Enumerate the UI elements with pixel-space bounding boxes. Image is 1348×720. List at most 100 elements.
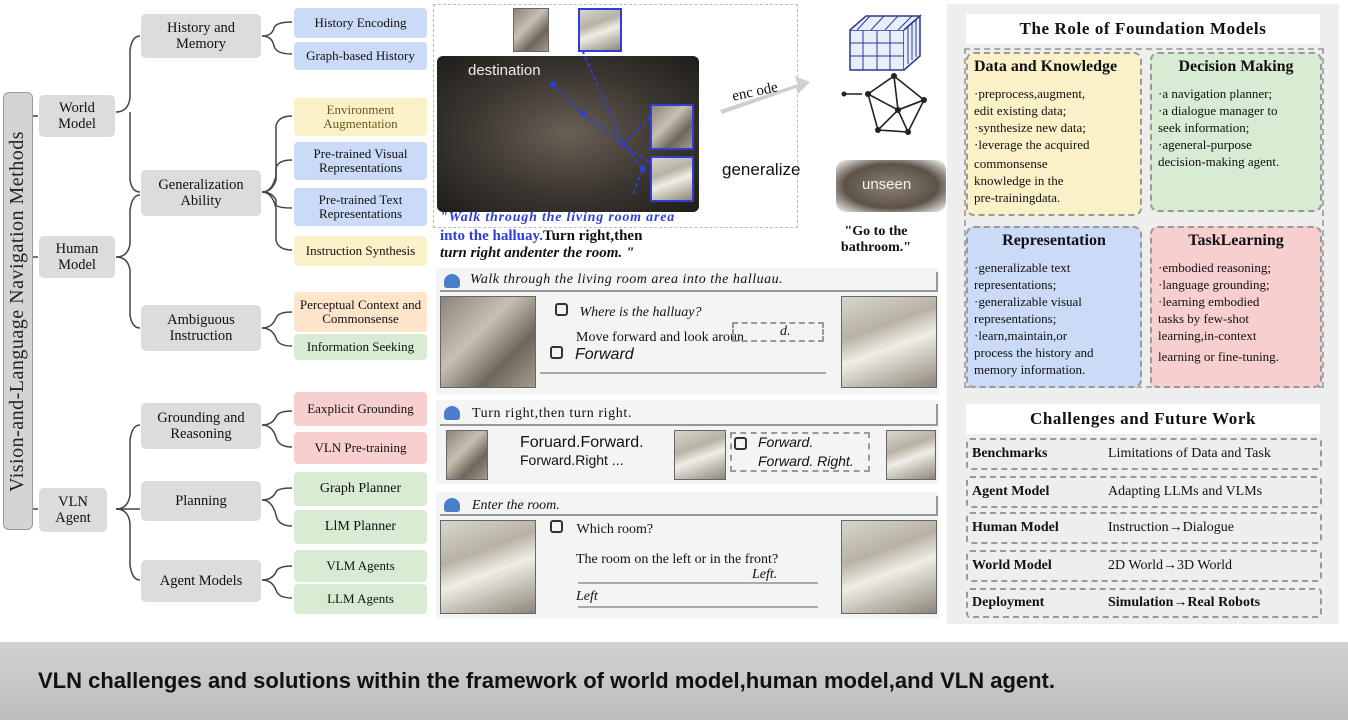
challenge-key: Human Model: [972, 520, 1059, 535]
figure-caption: VLN challenges and solutions within the …: [0, 642, 1348, 720]
fm-line: ·generalizable text: [974, 260, 1071, 275]
user-icon: [444, 406, 460, 420]
leaf-vlm-agents: VLM Agents: [294, 550, 427, 582]
fm-line: seek information;: [1158, 120, 1250, 135]
dialog-3-action: Left: [576, 589, 598, 604]
node-grounding-reasoning: Grounding and Reasoning: [141, 403, 261, 449]
node-human-model: Human Model: [39, 236, 115, 278]
instruction-line-2: into the halluay.Turn right,then: [440, 228, 642, 245]
grid-cube-icon: [849, 14, 922, 71]
fm-line: ·ageneral-purpose: [1158, 137, 1252, 152]
fm-decision-making: Decision Making ·a navigation planner; ·…: [1150, 52, 1322, 212]
challenges-title: Challenges and Future Work: [966, 404, 1320, 434]
view-thumbnail-3: [650, 104, 694, 150]
dialog-3-agent-reply: Left.: [752, 567, 778, 582]
challenge-row-agent-model: Agent Model Adapting LLMs and VLMs: [966, 476, 1322, 508]
challenge-value: Simulation→Real Robots: [1108, 595, 1261, 610]
graph-network-icon: [841, 73, 927, 135]
leaf-information-seeking: Information Seeking: [294, 334, 427, 360]
dialog-3-user-bar: Enter the room.: [440, 496, 938, 516]
robot-icon: [555, 303, 568, 316]
fm-data-knowledge-title: Data and Knowledge: [974, 58, 1118, 75]
dialog-2-actions-2: Forward.Right ...: [520, 452, 624, 468]
dialog-1-user-text: Walk through the living room area into t…: [470, 272, 784, 287]
dialog-1-answer-tail: d.: [732, 322, 824, 342]
instruction-part-3: Turn right,then: [542, 228, 643, 244]
leaf-llm-agents: LLM Agents: [294, 584, 427, 614]
top-scene-panel: [433, 4, 798, 228]
foundation-container: [964, 48, 1324, 388]
leaf-pretrained-text: Pre-trained Text Representations: [294, 188, 427, 226]
caption-text: VLN challenges and solutions within the …: [38, 668, 1055, 693]
dialog-2-view-1: [446, 430, 488, 480]
fm-line: tasks by few-shot: [1158, 311, 1249, 326]
fm-line: ·learning embodied: [1158, 294, 1260, 309]
fm-line: ·synthesize new data;: [974, 120, 1086, 135]
challenge-key: Deployment: [972, 595, 1045, 610]
instruction-part-1: "Walk through the living room area: [440, 210, 676, 225]
tree-title-text: Vision-and-Language Navigation Methods: [6, 130, 29, 492]
fm-line: ·generalizable visual: [974, 294, 1082, 309]
fm-representation: Representation ·generalizable text repre…: [966, 226, 1142, 388]
dialog-3-view-right: [841, 520, 937, 614]
leaf-llm-planner: LlM Planner: [294, 510, 427, 544]
path-trajectory: [550, 51, 652, 195]
fm-line: process the history and: [974, 345, 1094, 360]
fm-line: pre-trainingdata.: [974, 190, 1061, 205]
leaf-graph-planner: Graph Planner: [294, 472, 427, 506]
dialog-1-view-right: [841, 296, 937, 388]
node-ambiguous-instruction: Ambiguous Instruction: [141, 305, 261, 351]
leaf-pretrained-visual: Pre-trained Visual Representations: [294, 142, 427, 180]
fm-line: memory information.: [974, 362, 1086, 377]
node-vln-agent: VLN Agent: [39, 488, 107, 532]
dialog-3-agent-q-row: Which room?: [550, 520, 653, 538]
tree-title-vertical: Vision-and-Language Navigation Methods: [3, 92, 33, 530]
dialog-2-view-3: [886, 430, 936, 480]
fm-line: ·leverage the acquired: [974, 137, 1090, 152]
fm-line: representations;: [974, 277, 1057, 292]
fm-line: learning or fine-tuning.: [1158, 349, 1279, 364]
fm-line: decision-making agent.: [1158, 154, 1280, 169]
encode-arrow: [720, 76, 810, 114]
instruction-part-2: into the halluay.: [440, 228, 543, 244]
dialog-1-user-bar: Walk through the living room area into t…: [440, 272, 938, 292]
challenge-row-world-model: World Model 2D World→3D World: [966, 550, 1322, 582]
fm-line: commonsense: [974, 156, 1048, 171]
dialog-2-agent-box: Forward. Forward. Right.: [730, 432, 870, 472]
leaf-instruction-synthesis: Instruction Synthesis: [294, 236, 427, 266]
go-bathroom-instruction: "Go to the bathroom.": [840, 224, 912, 255]
dialog-1-agent-q: Where is the halluay?: [579, 305, 702, 320]
fm-representation-title: Representation: [1002, 232, 1106, 249]
node-history-memory: History and Memory: [141, 14, 261, 58]
robot-icon: [550, 520, 563, 533]
dialog-2-view-2: [674, 430, 726, 480]
view-thumbnail-2: [578, 8, 622, 52]
dialog-1-action-row: Forward: [550, 346, 634, 364]
node-planning: Planning: [141, 481, 261, 521]
challenge-row-deployment: Deployment Simulation→Real Robots: [966, 588, 1322, 618]
fm-line: ·preprocess,augment,: [974, 86, 1086, 101]
dialog-1-agent-action: Forward: [575, 346, 634, 363]
node-agent-models: Agent Models: [141, 560, 261, 602]
fm-line: ·learn,maintain,or: [974, 328, 1068, 343]
fm-line: ·a navigation planner;: [1158, 86, 1273, 101]
node-generalization-ability: Generalization Ability: [141, 170, 261, 216]
dialog-2-user-bar: Turn right,then turn right.: [440, 404, 938, 426]
dialog-3-user-text: Enter the room.: [472, 498, 560, 513]
challenge-value: Adapting LLMs and VLMs: [1108, 484, 1263, 499]
fm-line: representations;: [974, 311, 1057, 326]
user-icon: [444, 274, 460, 288]
user-icon: [444, 498, 460, 512]
leaf-vln-pretraining: VLN Pre-training: [294, 432, 427, 464]
fm-data-knowledge: Data and Knowledge ·preprocess,augment, …: [966, 52, 1142, 216]
fm-line: learning,in-context: [1158, 328, 1257, 343]
dialog-2-actions-1: Foruard.Forward.: [520, 434, 644, 451]
destination-label: destination: [468, 62, 541, 79]
dialog-3-divider-2: [578, 606, 818, 608]
robot-icon: [550, 346, 563, 359]
view-thumbnail-4: [650, 156, 694, 202]
foundation-title: The Role of Foundation Models: [966, 14, 1320, 44]
challenge-key: Benchmarks: [972, 446, 1048, 461]
node-world-model: World Model: [39, 95, 115, 137]
dialog-3-view-left: [440, 520, 536, 614]
